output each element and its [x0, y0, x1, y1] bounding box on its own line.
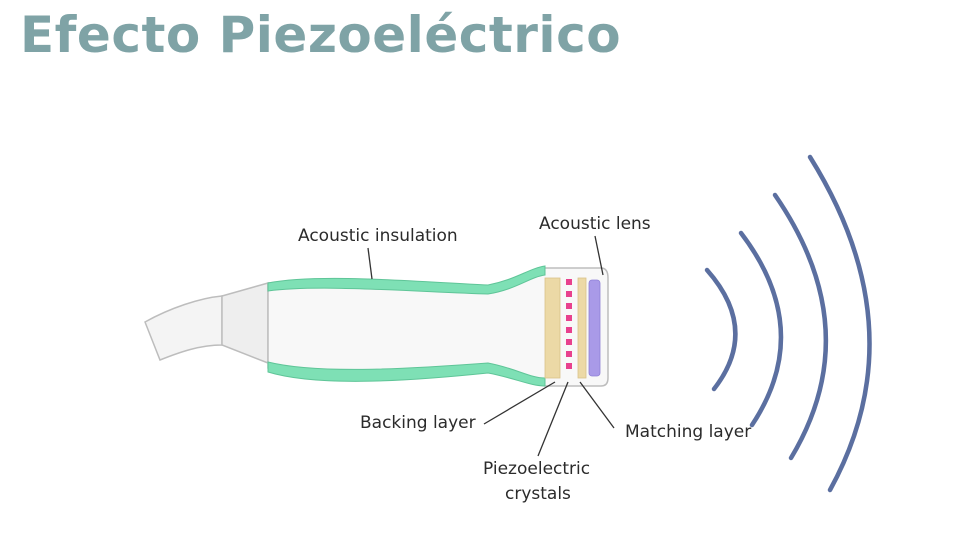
label-acoustic-insulation: Acoustic insulation [298, 226, 458, 246]
matching-layer [577, 277, 587, 379]
sound-waves [704, 154, 872, 493]
insulation-bottom [267, 361, 546, 387]
sound-wave-1 [704, 267, 738, 392]
label-piezo-line1: Piezoelectric [483, 459, 590, 479]
label-matching-layer: Matching layer [625, 422, 751, 442]
slide-title: Efecto Piezoeléctrico [20, 6, 622, 64]
piezoelectric-crystals [566, 279, 572, 369]
acoustic-lens [588, 279, 601, 377]
label-acoustic-lens: Acoustic lens [539, 214, 651, 234]
leader-lines [367, 235, 615, 457]
sound-wave-3 [772, 192, 829, 461]
cable [144, 295, 223, 361]
sound-wave-2 [738, 230, 784, 428]
label-piezo-line2: crystals [505, 484, 571, 504]
insulation-top [267, 265, 546, 295]
label-backing-layer: Backing layer [360, 413, 476, 433]
strain-relief [221, 282, 269, 365]
sound-wave-4 [807, 154, 872, 493]
backing-layer [544, 277, 561, 379]
